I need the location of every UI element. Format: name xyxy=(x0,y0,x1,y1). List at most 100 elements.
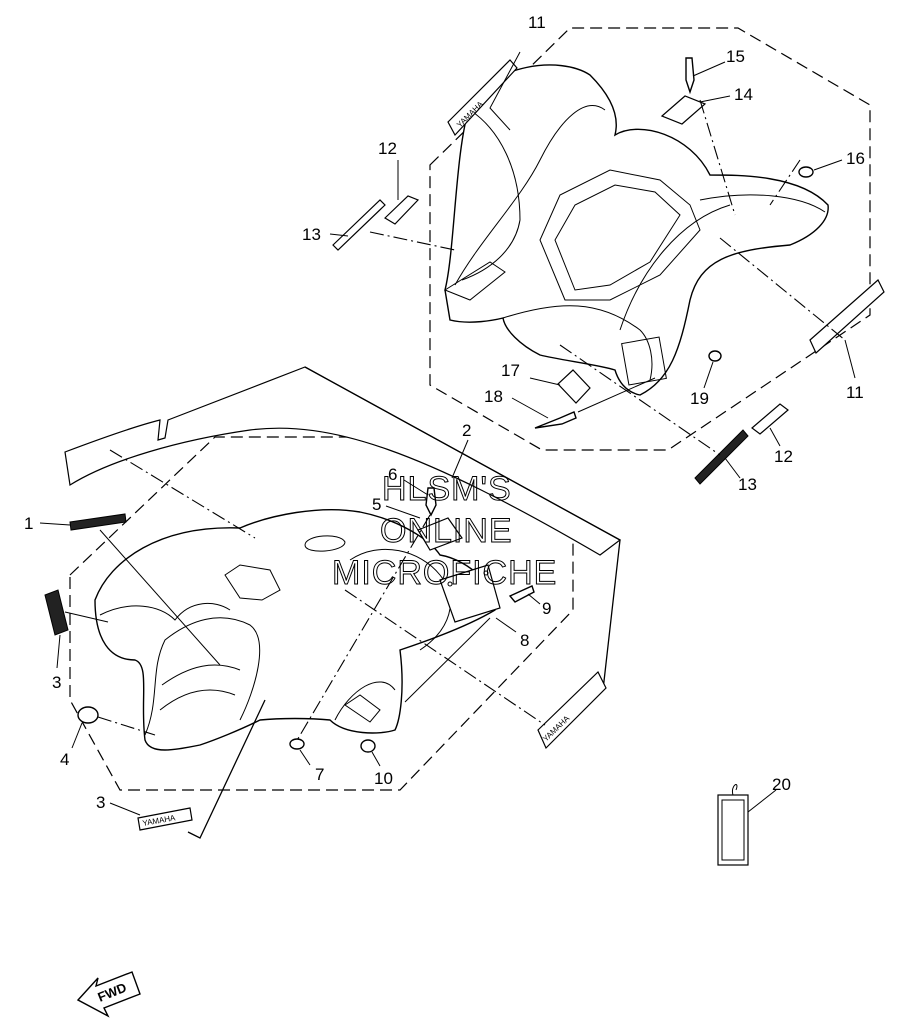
part-20-tag-string xyxy=(731,784,738,796)
front-fender-right-wing xyxy=(349,548,451,651)
callout-12-right: 12 xyxy=(774,447,793,466)
decal-12-right xyxy=(751,403,789,435)
rear-group-boundary xyxy=(429,27,871,451)
leader-8 xyxy=(495,617,517,633)
callout-13-left: 13 xyxy=(302,225,321,244)
callout-3-side: 3 xyxy=(52,673,61,692)
decal-3-side xyxy=(44,589,69,636)
front-fender-nose xyxy=(144,617,261,736)
rear-fender-right-wing xyxy=(619,194,826,331)
part-9-rivet xyxy=(508,585,535,603)
watermark-line-3: MICROFICHE xyxy=(332,554,557,592)
bracket-top-decal xyxy=(304,366,621,691)
leader-10 xyxy=(371,751,381,767)
watermark-line-1: HLSM'S xyxy=(382,470,512,508)
watermark-line-2: ONLINE xyxy=(380,512,513,550)
callout-2: 2 xyxy=(462,421,471,440)
rear-fender-box-inner xyxy=(554,184,681,291)
part-16-grommet xyxy=(798,166,814,178)
callout-11-left: 11 xyxy=(528,13,546,32)
callout-7: 7 xyxy=(315,765,324,784)
leader-7 xyxy=(299,749,311,766)
leader-5 xyxy=(385,505,421,519)
leader-15 xyxy=(692,61,726,77)
rear-fender-left-wing xyxy=(461,109,521,281)
decal-2-side xyxy=(537,671,607,750)
leader-3-front xyxy=(109,802,141,816)
part-7-grommet xyxy=(289,738,305,750)
rear-fender-group: YAMAHA 11 11 12 13 14 15 16 17 xyxy=(302,13,885,494)
callout-15: 15 xyxy=(726,47,745,66)
bracket-3-front xyxy=(187,699,266,839)
centerline-2 xyxy=(109,449,256,539)
front-fender-group: 1 2 3 YAMAHA 3 4 5 6 7 xyxy=(24,366,622,839)
leader-20 xyxy=(747,789,777,813)
leader-11-right xyxy=(844,339,856,379)
leader-6 xyxy=(403,479,429,496)
centerline-3-side xyxy=(64,611,109,623)
callout-3-front: 3 xyxy=(96,793,105,812)
centerline-4 xyxy=(97,716,156,736)
callout-18: 18 xyxy=(484,387,503,406)
leader-1 xyxy=(39,522,71,526)
decal-13-left xyxy=(332,199,386,251)
leader-11-left xyxy=(489,51,521,131)
front-fender-arch xyxy=(334,681,396,721)
callout-19: 19 xyxy=(690,389,709,408)
front-fender-nose-inner xyxy=(159,664,241,711)
fwd-arrow-icon xyxy=(76,971,141,1018)
part-4-reflector xyxy=(77,706,99,724)
part-8-hole xyxy=(483,570,489,576)
leader-13-left xyxy=(329,233,349,237)
front-fender-tank-cap xyxy=(304,535,346,552)
part-6-rivet xyxy=(425,487,437,517)
decal-12-left xyxy=(384,195,420,225)
leader-16 xyxy=(813,159,843,171)
rear-fender xyxy=(444,64,829,396)
leader-9 xyxy=(527,593,541,605)
callout-17: 17 xyxy=(501,361,520,380)
leader-17 xyxy=(529,377,561,386)
centerline-16 xyxy=(769,159,801,206)
callout-9: 9 xyxy=(542,599,551,618)
centerline-2-side xyxy=(344,589,546,726)
decal-13-right xyxy=(694,429,749,485)
callout-5: 5 xyxy=(372,495,381,514)
rear-fender-left-ridge xyxy=(454,105,606,286)
part-10-grommet xyxy=(360,739,376,753)
leader-18 xyxy=(511,397,549,419)
part-19-grommet xyxy=(708,350,722,362)
part-20-tag-inner xyxy=(721,799,745,861)
centerline-6 xyxy=(295,514,431,743)
decal-3-front xyxy=(137,807,193,831)
leader-14 xyxy=(699,95,731,103)
centerline-13-right xyxy=(559,344,721,456)
leader-12-right xyxy=(769,427,781,447)
callout-12-left: 12 xyxy=(378,139,397,158)
centerline-11-right xyxy=(719,237,846,341)
leader-2 xyxy=(451,439,469,479)
callout-8: 8 xyxy=(520,631,529,650)
rivet-18-axis xyxy=(577,377,656,413)
centerline-1 xyxy=(99,529,221,666)
decal-1 xyxy=(69,513,127,531)
front-fender-mount xyxy=(344,694,381,723)
leader-4 xyxy=(71,722,83,749)
centerline-8 xyxy=(404,617,491,703)
leader-3-side xyxy=(56,634,61,669)
rear-fender-tab-left xyxy=(443,261,506,301)
front-fender-left-wing xyxy=(99,602,231,621)
decal-11-right xyxy=(809,279,885,354)
leader-19 xyxy=(703,361,714,389)
callout-11-right: 11 xyxy=(846,383,864,402)
callout-1: 1 xyxy=(24,514,33,533)
part-18-rivet xyxy=(534,411,577,429)
part-8-hole xyxy=(447,581,453,587)
leader-13-right xyxy=(724,457,741,479)
front-top-decal xyxy=(64,366,622,556)
part-14-plate xyxy=(660,95,707,125)
callout-16: 16 xyxy=(846,149,865,168)
watermark: HLSM'S ONLINE MICROFICHE xyxy=(332,470,557,593)
part-20-tag-group: 20 xyxy=(717,775,791,866)
